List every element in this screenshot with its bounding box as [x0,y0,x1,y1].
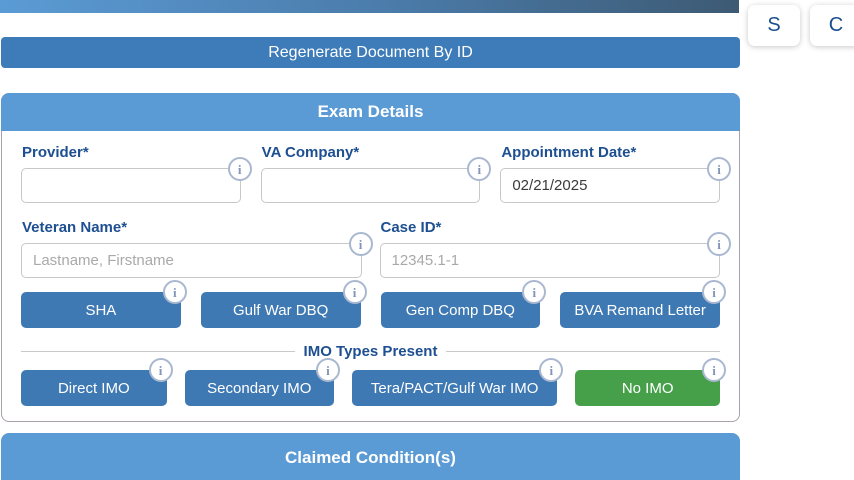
direct-imo-button[interactable]: Direct IMO i [21,358,173,406]
case-id-label: Case ID* [380,219,442,236]
appointment-date-field: Appointment Date* i [500,144,732,203]
secondary-imo-button[interactable]: Secondary IMO i [184,358,340,406]
provider-input[interactable] [21,168,241,203]
va-company-input[interactable] [260,168,481,203]
secondary-imo-button-label: Secondary IMO [207,379,312,397]
info-icon[interactable]: i [315,358,340,382]
sha-button[interactable]: SHA i [21,280,187,328]
floating-button-s[interactable]: S [748,5,800,46]
gulf-war-dbq-button[interactable]: Gulf War DBQ i [200,280,367,328]
info-icon[interactable]: i [148,358,173,382]
veteran-name-field: Veteran Name* i [21,219,373,278]
gen-comp-dbq-button-label: Gen Comp DBQ [405,301,515,319]
exam-details-panel: Exam Details Provider* i VA Company* i [1,93,740,422]
exam-details-header: Exam Details [1,93,740,131]
imo-buttons-row: Direct IMO i Secondary IMO i Tera/PACT/G… [21,358,726,406]
no-imo-button[interactable]: No IMO i [575,358,726,406]
veteran-name-input[interactable] [21,243,362,278]
veteran-name-label: Veteran Name* [22,219,128,236]
tera-pact-gulf-war-imo-button[interactable]: Tera/PACT/Gulf War IMO i [351,358,564,406]
info-icon[interactable]: i [467,157,492,181]
appointment-date-input[interactable] [500,168,721,203]
fields-row-1: Provider* i VA Company* i Appointment Da… [21,144,732,203]
info-icon[interactable]: i [348,232,373,256]
document-buttons-row: SHA i Gulf War DBQ i Gen Comp DBQ i BVA … [21,280,726,328]
floating-button-c[interactable]: C [810,5,854,46]
imo-types-present-label: IMO Types Present [303,343,438,360]
appointment-date-label: Appointment Date* [501,144,637,161]
divider-line-right [446,351,720,352]
info-icon[interactable]: i [702,358,726,382]
provider-input-wrap: i [21,157,252,203]
gulf-war-dbq-button-label: Gulf War DBQ [232,301,329,319]
bva-remand-letter-button-label: BVA Remand Letter [574,301,706,319]
sha-button-label: SHA [85,301,117,319]
case-id-field: Case ID* i [379,219,731,278]
veteran-name-input-wrap: i [21,232,373,278]
tera-pact-gulf-war-imo-button-label: Tera/PACT/Gulf War IMO [370,379,539,397]
info-icon[interactable]: i [539,358,564,382]
info-icon[interactable]: i [227,157,252,181]
info-icon[interactable]: i [162,280,187,304]
claimed-conditions-header: Claimed Condition(s) [1,433,740,480]
exam-details-body: Provider* i VA Company* i Appointment Da… [2,131,739,406]
va-company-label: VA Company* [261,144,360,161]
provider-field: Provider* i [21,144,252,203]
top-gradient-bar [0,0,739,13]
va-company-input-wrap: i [260,157,492,203]
info-icon[interactable]: i [522,280,547,304]
bva-remand-letter-button[interactable]: BVA Remand Letter i [560,280,726,328]
imo-types-divider: IMO Types Present [21,343,720,360]
case-id-input[interactable] [379,243,720,278]
gen-comp-dbq-button[interactable]: Gen Comp DBQ i [380,280,547,328]
info-icon[interactable]: i [707,232,731,256]
provider-label: Provider* [22,144,89,161]
fields-row-2: Veteran Name* i Case ID* i [21,219,731,278]
case-id-input-wrap: i [379,232,731,278]
va-company-field: VA Company* i [260,144,492,203]
regenerate-document-button[interactable]: Regenerate Document By ID [1,37,740,68]
info-icon[interactable]: i [707,157,732,181]
no-imo-button-label: No IMO [621,379,674,397]
info-icon[interactable]: i [702,280,726,304]
divider-line-left [21,351,295,352]
direct-imo-button-label: Direct IMO [57,379,130,397]
appointment-date-input-wrap: i [500,157,732,203]
info-icon[interactable]: i [342,280,367,304]
